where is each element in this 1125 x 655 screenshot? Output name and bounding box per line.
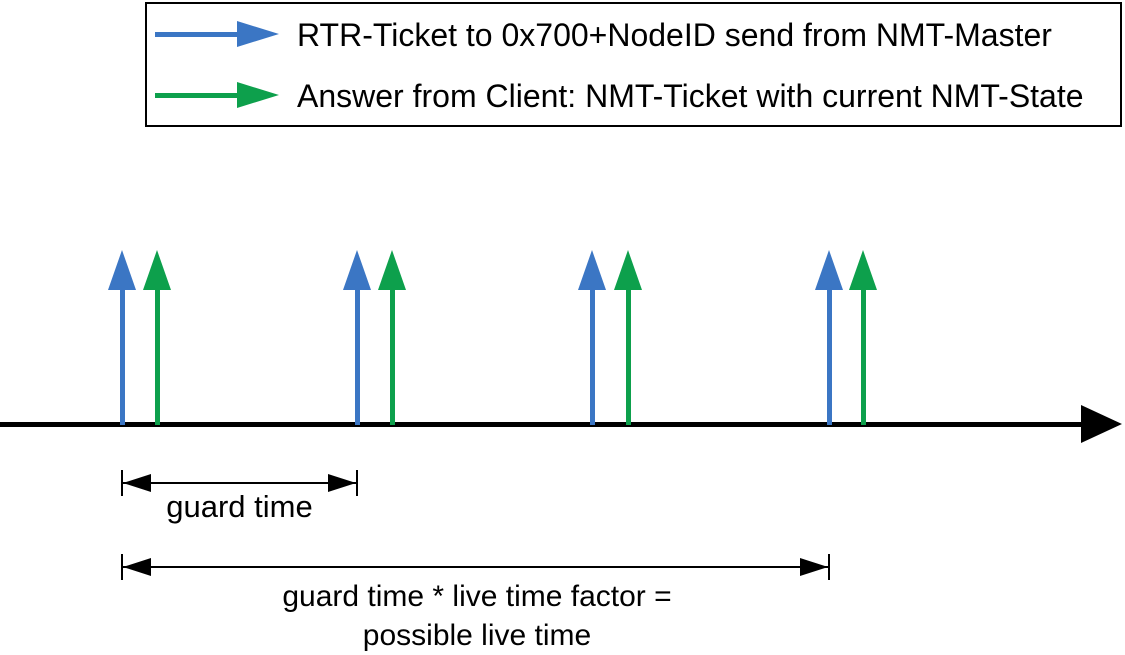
- time-axis: [0, 422, 1084, 427]
- rtr-ticket-arrow-head-icon: [108, 250, 136, 290]
- answer-legend-arrow-shaft: [155, 93, 241, 98]
- legend-box: RTR-Ticket to 0x700+NodeID send from NMT…: [145, 2, 1122, 127]
- answer-arrow-head-icon: [849, 250, 877, 290]
- rtr-ticket-arrow-shaft: [355, 288, 360, 425]
- live-time-left-arrowhead-icon: [123, 558, 151, 576]
- answer-arrow-shaft: [626, 288, 631, 425]
- guard-time-label: guard time: [166, 489, 313, 524]
- time-axis-arrowhead-icon: [1081, 405, 1122, 443]
- guard-time-left-tick: [121, 470, 123, 496]
- answer-legend-arrow-icon: [237, 82, 279, 108]
- answer-arrow-shaft: [155, 288, 160, 425]
- live-time-right-tick: [828, 554, 830, 580]
- guard-time-right-arrowhead-icon: [328, 474, 356, 492]
- live-time-label-line1: guard time * live time factor =: [282, 580, 672, 613]
- rtr-ticket-arrow-shaft: [590, 288, 595, 425]
- answer-arrow-shaft: [390, 288, 395, 425]
- answer-arrow-head-icon: [143, 250, 171, 290]
- answer-arrow-head-icon: [614, 250, 642, 290]
- rtr-ticket-arrow-head-icon: [815, 250, 843, 290]
- guard-time-left-arrowhead-icon: [123, 474, 151, 492]
- rtr-ticket-arrow-shaft: [120, 288, 125, 425]
- live-time-right-arrowhead-icon: [800, 558, 828, 576]
- live-time-line: [123, 566, 828, 568]
- rtr-legend-arrow-shaft: [155, 32, 241, 37]
- guard-time-right-tick: [356, 470, 358, 496]
- guard-time-line: [123, 482, 356, 484]
- answer-arrow-shaft: [861, 288, 866, 425]
- answer-arrow-head-icon: [378, 250, 406, 290]
- rtr-legend-arrow-icon: [237, 21, 279, 47]
- rtr-ticket-arrow-head-icon: [343, 250, 371, 290]
- rtr-legend-label: RTR-Ticket to 0x700+NodeID send from NMT…: [297, 17, 1052, 53]
- live-time-label-line2: possible live time: [362, 619, 592, 652]
- live-time-label: guard time * live time factor = possible…: [152, 577, 802, 655]
- rtr-ticket-arrow-head-icon: [578, 250, 606, 290]
- rtr-ticket-arrow-shaft: [827, 288, 832, 425]
- live-time-left-tick: [121, 554, 123, 580]
- answer-legend-label: Answer from Client: NMT-Ticket with curr…: [297, 78, 1084, 114]
